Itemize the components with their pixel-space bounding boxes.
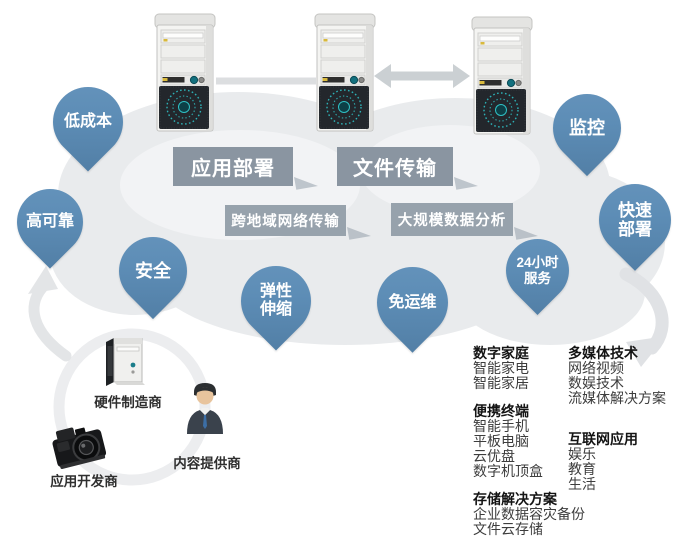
category-item: 网络视频 (568, 360, 624, 376)
category-group-portable-devices: 便携终端 智能手机 平板电脑 云优盘 数字机顶盒 (473, 404, 585, 479)
box-big-data-analysis: 大规模数据分析 (391, 203, 513, 236)
category-item: 教育 (568, 461, 596, 477)
pin-label: 高可靠 (25, 213, 74, 231)
box-cross-region-transfer: 跨地域网络传输 (225, 205, 346, 236)
pin-label: 监控 (569, 117, 605, 138)
curved-down-arrow-icon (619, 267, 669, 367)
category-title: 便携终端 (473, 403, 529, 419)
category-item: 智能家电 (473, 360, 529, 376)
category-item: 智能家居 (473, 375, 529, 391)
pin-monitoring: 监控 (538, 79, 636, 177)
category-item: 娱乐 (568, 446, 596, 462)
category-item: 流媒体解决方案 (568, 390, 666, 406)
category-column-1: 数字家庭 智能家电 智能家居 便携终端 智能手机 平板电脑 云优盘 数字机顶盒 … (473, 346, 585, 545)
provider-label-content: 内容提供商 (161, 452, 253, 472)
category-group-internet-apps: 互联网应用 娱乐 教育 生活 (568, 432, 666, 492)
pin-label: 部署 (618, 220, 652, 239)
provider-label-text: 内容提供商 (173, 456, 241, 471)
category-item: 数字机顶盒 (473, 463, 543, 479)
box-label: 应用部署 (191, 158, 275, 180)
provider-label-app-dev: 应用开发商 (36, 470, 132, 490)
provider-label-text: 硬件制造商 (94, 395, 162, 410)
pin-24h-service: 24小时 服务 (492, 225, 583, 316)
box-label: 大规模数据分析 (397, 213, 507, 229)
pin-rapid-deployment: 快速 部署 (584, 169, 686, 271)
server-tower-icon (471, 16, 533, 135)
pin-elastic-scaling: 弹性 伸缩 (226, 251, 326, 351)
category-item: 云优盘 (473, 448, 515, 464)
category-item: 企业数据容灾备份 (473, 506, 585, 522)
category-item: 智能手机 (473, 418, 529, 434)
pin-label: 服务 (524, 270, 551, 286)
pin-label: 伸缩 (259, 301, 292, 318)
pin-low-cost: 低成本 (38, 72, 138, 172)
cycle-ring-icon (53, 328, 211, 486)
pin-label: 低成本 (63, 113, 112, 131)
businessman-icon (187, 383, 223, 434)
pin-high-reliability: 高可靠 (3, 175, 97, 269)
category-title: 多媒体技术 (568, 345, 638, 361)
category-item: 文件云存储 (473, 521, 543, 537)
curved-up-arrow-icon (28, 266, 72, 362)
pc-tower-icon (106, 338, 145, 386)
pin-label: 弹性 (259, 283, 292, 301)
pin-label: 安全 (135, 260, 171, 281)
category-group-multimedia-tech: 多媒体技术 网络视频 数娱技术 流媒体解决方案 (568, 346, 666, 406)
server-tower-icon (314, 13, 376, 132)
double-arrow-icon (374, 64, 470, 88)
category-column-2: 多媒体技术 网络视频 数娱技术 流媒体解决方案 互联网应用 娱乐 教育 生活 (568, 346, 666, 505)
box-label: 跨地域网络传输 (231, 214, 340, 230)
provider-label-hardware: 硬件制造商 (82, 391, 174, 411)
pin-security: 安全 (104, 222, 202, 320)
category-group-storage-solutions: 存储解决方案 企业数据容灾备份 文件云存储 (473, 492, 585, 537)
category-title: 数字家庭 (473, 345, 529, 361)
category-item: 平板电脑 (473, 433, 529, 449)
pin-label: 免运维 (388, 293, 437, 311)
category-title: 存储解决方案 (473, 491, 557, 507)
category-item: 数娱技术 (568, 375, 624, 391)
camera-icon (52, 427, 107, 469)
server-tower-icon (154, 13, 216, 132)
category-title: 互联网应用 (568, 431, 638, 447)
provider-label-text: 应用开发商 (50, 474, 118, 489)
box-app-deployment: 应用部署 (173, 147, 293, 186)
category-group-digital-home: 数字家庭 智能家电 智能家居 (473, 346, 585, 391)
pin-label: 快速 (618, 200, 652, 220)
box-file-transfer: 文件传输 (337, 147, 453, 186)
category-item: 生活 (568, 476, 596, 492)
box-label: 文件传输 (353, 158, 437, 180)
pin-label: 24小时 (516, 255, 559, 271)
pin-no-ops: 免运维 (362, 252, 463, 353)
